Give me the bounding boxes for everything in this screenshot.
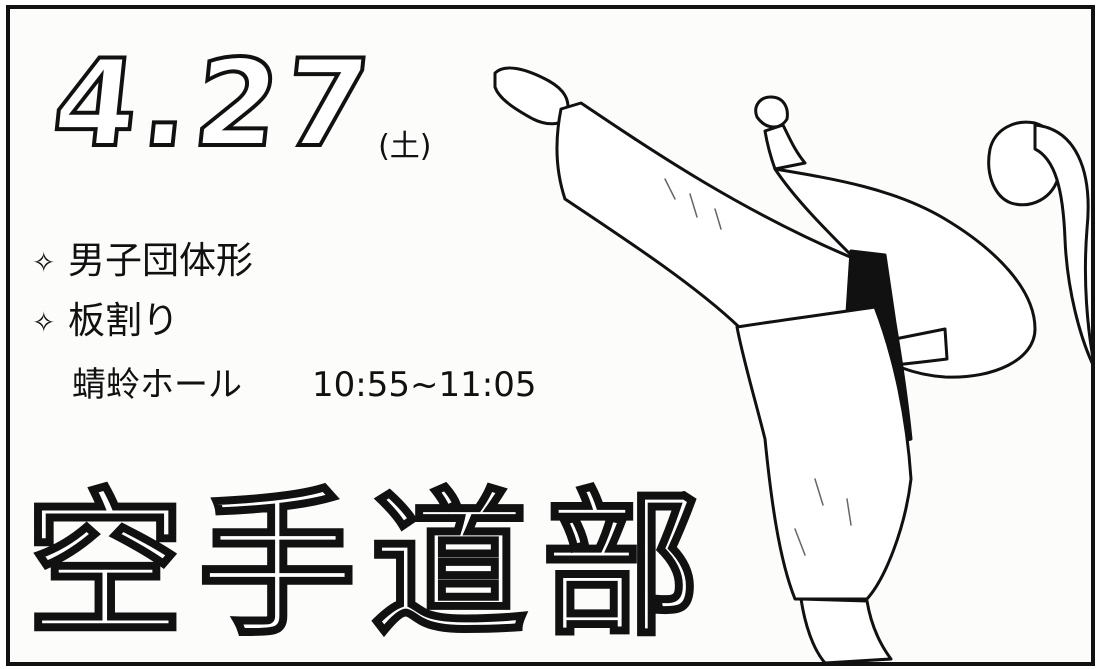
standing-leg xyxy=(735,305,913,601)
club-name: 空手道部 xyxy=(25,472,714,660)
event-list: ✧ 男子団体形 ✧ 板割り 蜻蛉ホール 10:55~11:05 xyxy=(32,231,732,415)
event-label: 板割り xyxy=(68,299,179,342)
venue-name: 蜻蛉ホール xyxy=(72,365,242,405)
event-label: 男子団体形 xyxy=(68,239,253,282)
standing-foot xyxy=(799,597,893,662)
event-item-board-breaking: ✧ 板割り xyxy=(32,291,732,351)
event-time: 10:55~11:05 xyxy=(312,365,537,405)
karateka-high-kick-icon xyxy=(493,66,1091,662)
guard-arm xyxy=(763,123,807,171)
sparkle-icon: ✧ xyxy=(32,305,56,339)
raised-fist xyxy=(754,95,789,129)
venue-line: 蜻蛉ホール 10:55~11:05 xyxy=(72,355,732,415)
ponytail xyxy=(1033,123,1091,364)
karate-club-poster: 4.27(土) ✧ 男子団体形 ✧ 板割り 蜻蛉ホール 10:55~11:05 空手道… xyxy=(6,5,1095,666)
date-block: 4.27(土) xyxy=(45,25,432,185)
event-date: 4.27 xyxy=(45,33,384,176)
event-item-kata: ✧ 男子団体形 xyxy=(32,231,732,291)
event-weekday: (土) xyxy=(378,129,432,164)
kicking-foot xyxy=(493,66,570,126)
sparkle-icon: ✧ xyxy=(32,245,56,279)
